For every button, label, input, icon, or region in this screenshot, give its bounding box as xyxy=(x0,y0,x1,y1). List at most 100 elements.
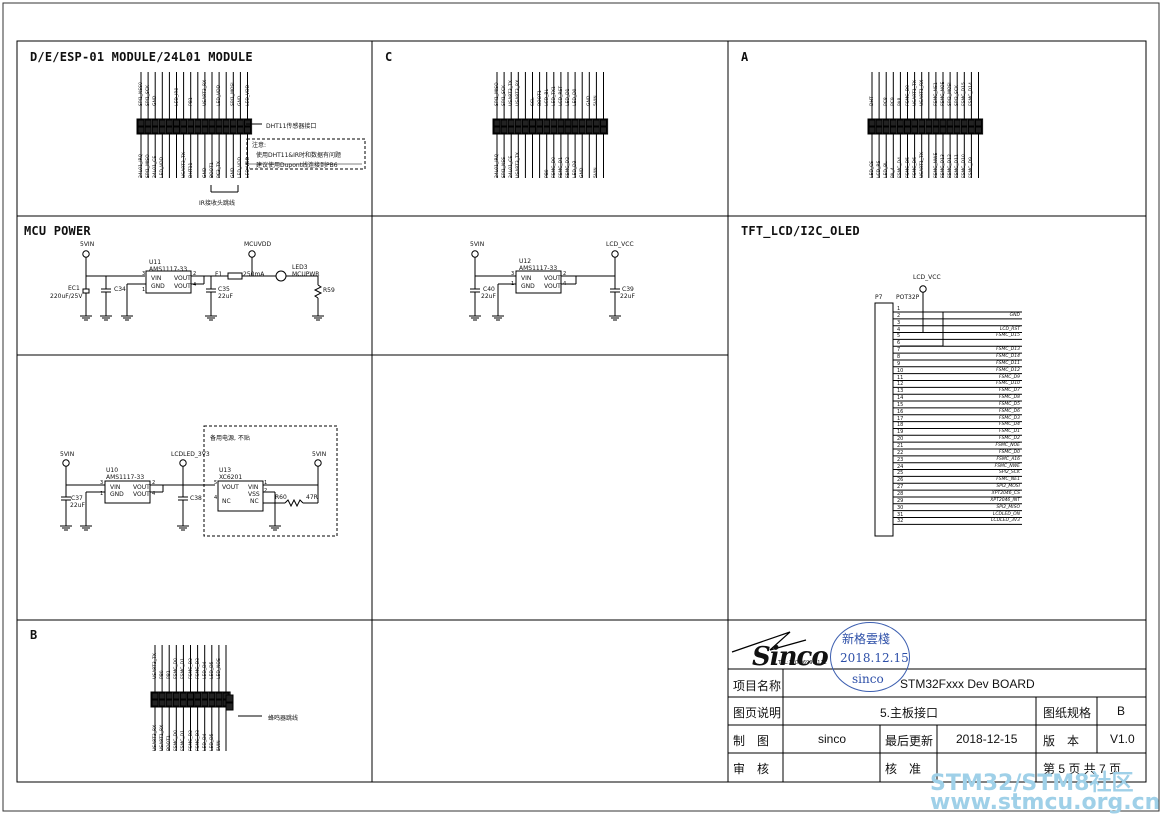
a-header-pin-bottom xyxy=(918,126,926,134)
sinco-logo: Sinco xyxy=(752,642,829,672)
stamp-line1: 新格雲棧 xyxy=(842,632,891,646)
tft-pin-number: 25 xyxy=(897,470,904,477)
c-header-pin-label: GND xyxy=(587,95,593,106)
tft-signal-label: FSMC_NWE xyxy=(994,463,1020,469)
a-header-pin-label: LED_CS xyxy=(870,160,875,178)
c35-value: 22uF xyxy=(218,293,233,300)
tft-signal-label: FSMC_D6 xyxy=(998,408,1020,414)
a-header-pin-top xyxy=(975,119,982,127)
c-header-pin-top xyxy=(521,119,529,127)
c-header-pin-top xyxy=(557,119,565,127)
esp-header-pin-top xyxy=(158,119,166,127)
c38-label: C38 xyxy=(190,495,202,502)
tft-pin-number: 4 xyxy=(897,326,901,333)
label-project: 项目名称 xyxy=(733,679,782,693)
inner-border xyxy=(16,40,1147,783)
c40-label: C40 xyxy=(483,286,495,293)
c-header-pin-top xyxy=(536,119,544,127)
esp-header-pin-bottom xyxy=(187,126,195,134)
r60-label: R60 xyxy=(275,494,287,501)
r60-value: 47R xyxy=(306,494,318,501)
esp-header-pin-bottom xyxy=(151,126,159,134)
u10-label: U10 xyxy=(106,467,119,474)
pin-num: 1 xyxy=(264,480,267,486)
esp-header-pin-top xyxy=(180,119,188,127)
c-header-pin-bottom xyxy=(543,126,551,134)
a-header-pin-bottom xyxy=(889,126,897,134)
c-header-pin-bottom xyxy=(571,126,579,134)
b-header-pin-label: LED_D4 xyxy=(202,661,208,679)
oled-note: 备用电源, 不贴 xyxy=(210,435,250,442)
c39-label: C39 xyxy=(622,286,634,293)
label-drawn: 制 图 xyxy=(733,734,770,748)
a-header-pin-bottom xyxy=(932,126,940,134)
tft-pin-number: 29 xyxy=(897,497,904,504)
tft-pin-number: 3 xyxy=(897,319,901,326)
pin-num: 2 xyxy=(264,488,267,494)
b-header-pin-label: USART3_RX xyxy=(153,724,158,751)
oled-alt-box xyxy=(203,425,338,537)
a-header-pin-bottom xyxy=(868,126,876,134)
c-header-pin-top xyxy=(514,119,522,127)
c-header-pin-bottom xyxy=(578,126,586,134)
a-header-pin-label: FSMC_D12 xyxy=(948,154,954,178)
c40-value: 22uF xyxy=(481,293,496,300)
c-header-pin-bottom xyxy=(493,126,501,134)
led3-name: MCUPWR xyxy=(292,271,320,278)
a-header-pin-top xyxy=(932,119,940,127)
a-header-pin-bottom xyxy=(896,126,904,134)
b-header-pin-top xyxy=(179,692,187,700)
b-header-pin-label: FSMC_D0 xyxy=(174,730,180,751)
esp-header-pin-label: GND xyxy=(202,167,208,178)
u10-vout-b: VOUT xyxy=(133,491,150,498)
u13-vin: VIN xyxy=(248,484,259,491)
power-port-symbol xyxy=(179,459,187,467)
esp-header-pin-label: USART3_RX xyxy=(202,79,208,106)
esp-header-pin-bottom xyxy=(222,126,230,134)
tft-signal-label: FSMC_D11 xyxy=(996,360,1020,366)
power-port-symbol xyxy=(248,250,256,258)
a-header-pin-bottom xyxy=(882,126,890,134)
power-port-symbol xyxy=(611,250,619,258)
a-header-pin-top xyxy=(925,119,933,127)
esp-header-pin-label: LED_VDD xyxy=(245,156,251,178)
c-header-pin-bottom xyxy=(600,126,607,134)
esp-header-pin-label: LED_VDD xyxy=(245,84,251,106)
a-header-pin-top xyxy=(875,119,883,127)
c-header-pin-top xyxy=(507,119,515,127)
b-header-pin-label: PB0 xyxy=(160,670,166,679)
pin-num: 1 xyxy=(142,287,145,293)
c-header-pin-top xyxy=(550,119,558,127)
esp-header-pin-label: SPI1_MISO xyxy=(146,154,152,178)
updated-date: 2018-12-15 xyxy=(956,732,1018,746)
buzzer-jumper-pin xyxy=(225,694,234,703)
a-header-pin-label: PC9 xyxy=(891,97,897,106)
panel-title-esp: D/E/ESP-01 MODULE/24L01 MODULE xyxy=(30,50,253,64)
power-port-symbol xyxy=(471,250,479,258)
esp-header-pin-label: SPI1_SCK xyxy=(146,85,152,106)
b-header-pin-bottom xyxy=(165,699,173,707)
u11-vout-b: VOUT xyxy=(174,283,191,290)
u12-regulator xyxy=(515,270,562,294)
esp-header-pin-top xyxy=(165,119,173,127)
led3-symbol xyxy=(275,270,287,282)
f1-label: F1 xyxy=(215,271,223,278)
c37-label: C37 xyxy=(71,495,83,502)
u13-part: XC6201 xyxy=(219,474,243,481)
u13-vss: VSS xyxy=(248,491,260,498)
buzzer-jumper-pin xyxy=(225,702,234,711)
ir-jumper-label: IR接收头跳线 xyxy=(199,200,235,207)
u12-vout-a: VOUT xyxy=(544,275,561,282)
sinco-tel: TEL:170.9699.6112 xyxy=(778,660,827,666)
panel-title-tft: TFT_LCD/I2C_OLED xyxy=(741,224,860,238)
b-header-pin-label: FSMC_D2 xyxy=(188,658,194,679)
c-header-pin-top xyxy=(493,119,501,127)
a-header-pin-label: PA8 xyxy=(898,97,904,106)
esp-header-pin-top xyxy=(215,119,223,127)
tft-signal-label: LCD_RST xyxy=(999,326,1020,332)
r59-resistor xyxy=(313,284,323,299)
a-header-pin-top xyxy=(882,119,890,127)
c-header-pin-bottom xyxy=(529,126,536,134)
a-header-pin-label: FSMC_D0 xyxy=(905,85,911,106)
tft-pin-number: 9 xyxy=(897,360,901,367)
